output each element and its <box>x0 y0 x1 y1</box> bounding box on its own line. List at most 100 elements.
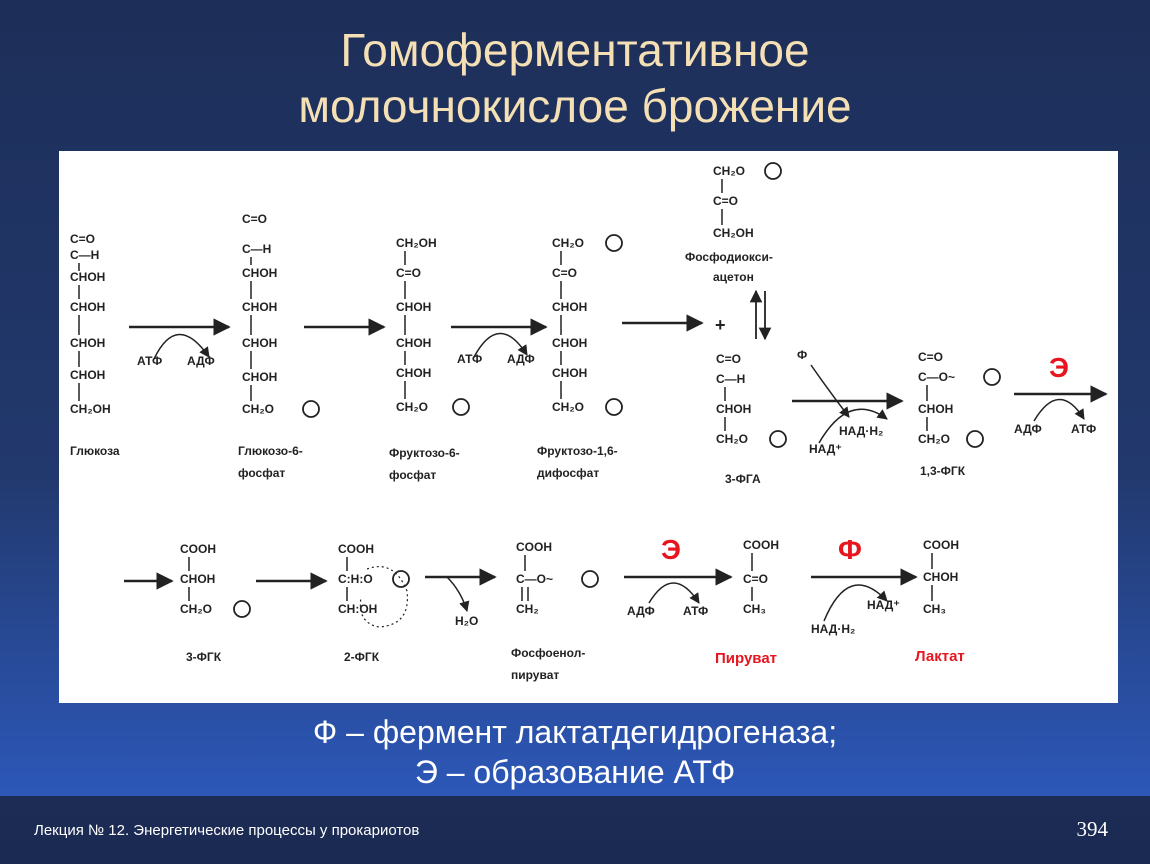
glucose-formula: C=O C—H CHOH CHOH CHOH CHOH CH₂OH <box>70 232 111 416</box>
svg-text:C=O: C=O <box>716 352 741 366</box>
svg-text:C—H: C—H <box>70 248 99 262</box>
dhap-label-1: Фосфодиокси- <box>685 250 773 264</box>
nad-curve-1 <box>818 408 888 444</box>
pathway-diagram: C=O C—H CHOH CHOH CHOH CHOH CH₂OH Глюкоз… <box>70 162 1108 682</box>
svg-text:CHOH: CHOH <box>70 336 105 350</box>
phosphate-icon <box>769 430 787 448</box>
phosphate-icon <box>605 398 623 416</box>
nadh-label-1: НАД·Н₂ <box>839 424 883 438</box>
atf-label-3: АТФ <box>1071 422 1096 436</box>
phosphate-icon <box>392 570 410 588</box>
phosphate-icon <box>302 400 320 418</box>
atp-adp-curve-2 <box>473 332 528 358</box>
svg-text:C=O: C=O <box>918 350 943 364</box>
lactate-formula: COOH CHOH CH₃ <box>923 538 959 616</box>
nadh-label-2: НАД·Н₂ <box>811 622 855 636</box>
svg-text:CHOH: CHOH <box>396 336 431 350</box>
svg-text:CHOH: CHOH <box>923 570 958 584</box>
svg-text:C:H:O: C:H:O <box>338 572 373 586</box>
page-number: 394 <box>1076 817 1109 841</box>
slide-title: Гомоферментативное молочнокислое брожени… <box>0 22 1150 134</box>
dhap-formula: CH₂O C=O CH₂OH <box>713 164 754 240</box>
svg-text:CHOH: CHOH <box>716 402 751 416</box>
phosphate-icon <box>581 570 599 588</box>
svg-text:CH₂OH: CH₂OH <box>70 402 111 416</box>
nad-label-1: НАД⁺ <box>809 442 842 456</box>
phosphate-icon <box>966 430 984 448</box>
svg-text:CHOH: CHOH <box>396 366 431 380</box>
legend-line-1: Ф – фермент лактатдегидрогеназа; <box>312 714 838 750</box>
svg-text:CHOH: CHOH <box>242 336 277 350</box>
footer-text: Лекция № 12. Энергетические процессы у п… <box>34 822 420 839</box>
pg3-formula: COOH CHOH CH₂O <box>180 542 216 616</box>
svg-text:CHOH: CHOH <box>918 402 953 416</box>
phosphate-icon <box>452 398 470 416</box>
svg-text:COOH: COOH <box>180 542 216 556</box>
svg-text:CH₂O: CH₂O <box>713 164 745 178</box>
svg-text:CHOH: CHOH <box>552 300 587 314</box>
svg-text:C—O~: C—O~ <box>918 370 955 384</box>
svg-text:CHOH: CHOH <box>396 300 431 314</box>
plus-sign: + <box>715 315 726 335</box>
svg-text:COOH: COOH <box>923 538 959 552</box>
adf-label-2: АДФ <box>507 352 535 366</box>
f16bp-formula: CH₂O C=O CHOH CHOH CHOH CH₂O <box>552 236 587 414</box>
nad-label-2: НАД⁺ <box>867 598 900 612</box>
water-out-curve <box>446 576 470 613</box>
svg-text:COOH: COOH <box>743 538 779 552</box>
legend: Ф – фермент лактатдегидрогеназа; Э – обр… <box>0 712 1150 792</box>
g6p-formula: C=O C—H CHOH CHOH CHOH CHOH CH₂O <box>242 212 277 416</box>
phosphate-icon <box>233 600 251 618</box>
svg-text:C=O: C=O <box>552 266 577 280</box>
svg-text:C=O: C=O <box>396 266 421 280</box>
svg-text:C—O~: C—O~ <box>516 572 553 586</box>
atp-adp-curve-4 <box>648 582 700 604</box>
phosphate-input-curve <box>810 364 850 418</box>
phi-label: Ф <box>797 348 807 362</box>
svg-text:CH:OH: CH:OH <box>338 602 377 616</box>
adf-label-4: АДФ <box>627 604 655 618</box>
pg2-label: 2-ФГК <box>344 650 380 664</box>
f6p-label-1: Фруктозо-6- <box>389 446 460 460</box>
f16bp-label-2: дифосфат <box>537 466 599 480</box>
f16bp-label-1: Фруктозо-1,6- <box>537 444 618 458</box>
svg-text:CH₂O: CH₂O <box>552 236 584 250</box>
svg-text:C—H: C—H <box>716 372 745 386</box>
footer-band <box>0 796 1150 864</box>
g6p-label-1: Глюкозо-6- <box>238 444 303 458</box>
e-atp-marker-2: Э <box>661 534 681 565</box>
f6p-formula: CH₂OH C=O CHOH CHOH CHOH CH₂O <box>396 236 437 414</box>
svg-text:CH₂O: CH₂O <box>918 432 950 446</box>
pyruvate-formula: COOH C=O CH₃ <box>743 538 779 616</box>
pg3-label: 3-ФГК <box>186 650 222 664</box>
adf-label-3: АДФ <box>1014 422 1042 436</box>
svg-text:CH₃: CH₃ <box>923 602 946 616</box>
phosphate-icon <box>605 234 623 252</box>
atf-label-4: АТФ <box>683 604 708 618</box>
svg-text:CHOH: CHOH <box>242 300 277 314</box>
atp-adp-curve-1 <box>153 333 210 360</box>
svg-text:C=O: C=O <box>713 194 738 208</box>
legend-line-2: Э – образование АТФ <box>414 754 736 790</box>
pep-label-2: пируват <box>511 668 559 682</box>
svg-text:CH₂OH: CH₂OH <box>713 226 754 240</box>
atf-label-1: АТФ <box>137 354 162 368</box>
adf-label-1: АДФ <box>187 354 215 368</box>
diagram-panel: C=O C—H CHOH CHOH CHOH CHOH CH₂OH Глюкоз… <box>59 151 1118 703</box>
pep-formula: COOH C—O~ CH₂ <box>516 540 553 616</box>
g6p-label-2: фосфат <box>238 466 285 480</box>
nad-curve-2 <box>823 584 888 622</box>
svg-text:CH₂O: CH₂O <box>180 602 212 616</box>
title-line-2: молочнокислое брожение <box>298 80 852 132</box>
svg-text:C—H: C—H <box>242 242 271 256</box>
glucose-label: Глюкоза <box>70 444 120 458</box>
phosphate-icon <box>983 368 1001 386</box>
svg-text:CH₂O: CH₂O <box>552 400 584 414</box>
svg-text:CHOH: CHOH <box>242 266 277 280</box>
atp-adp-curve-3 <box>1033 398 1085 422</box>
svg-text:CHOH: CHOH <box>70 300 105 314</box>
phosphate-icon <box>764 162 782 180</box>
atf-label-2: АТФ <box>457 352 482 366</box>
e-atp-marker-1: Э <box>1049 352 1069 383</box>
svg-text:C=O: C=O <box>70 232 95 246</box>
